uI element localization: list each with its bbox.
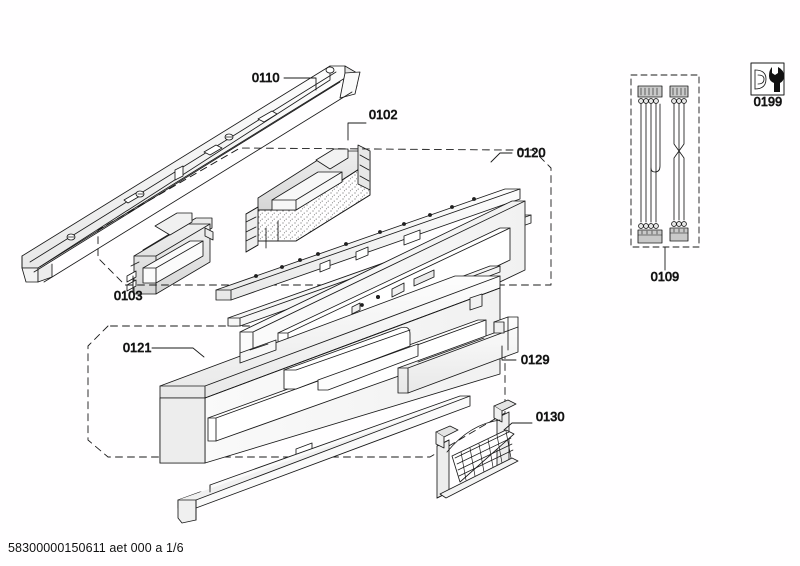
- label-0130: 0130: [536, 410, 565, 424]
- label-0103: 0103: [114, 289, 143, 303]
- leader-lines: [132, 77, 533, 431]
- label-0129: 0129: [521, 353, 550, 367]
- part-0103-display-module: [126, 212, 214, 295]
- drawing-footer-reference: 58300000150611 aet 000 a 1/6: [8, 541, 184, 555]
- group-0109-harness-box: [630, 74, 700, 271]
- part-0102-control-pcb: [245, 144, 371, 253]
- part-0129-end-cap: [397, 316, 519, 394]
- group-0120-boundary: [97, 147, 552, 286]
- label-0109: 0109: [651, 270, 680, 284]
- harness-left: [637, 85, 663, 244]
- part-0121-panel-body: [159, 265, 501, 464]
- label-0120: 0120: [517, 146, 546, 160]
- harness-right: [669, 85, 689, 242]
- label-0110: 0110: [252, 71, 280, 85]
- part-fascia-trim-strip: [215, 188, 521, 301]
- label-0121: 0121: [123, 341, 152, 355]
- part-bottom-trim-strip: [177, 395, 471, 524]
- part-0110-rail: [21, 65, 361, 283]
- label-0199: 0199: [754, 95, 783, 109]
- part-labels: 0110 0102 0103 0120 0121 0129 0130 0109 …: [114, 71, 783, 425]
- part-0130-vent-grille: [435, 399, 519, 499]
- label-0102: 0102: [369, 108, 398, 122]
- icon-0199-service-tool: [750, 62, 785, 96]
